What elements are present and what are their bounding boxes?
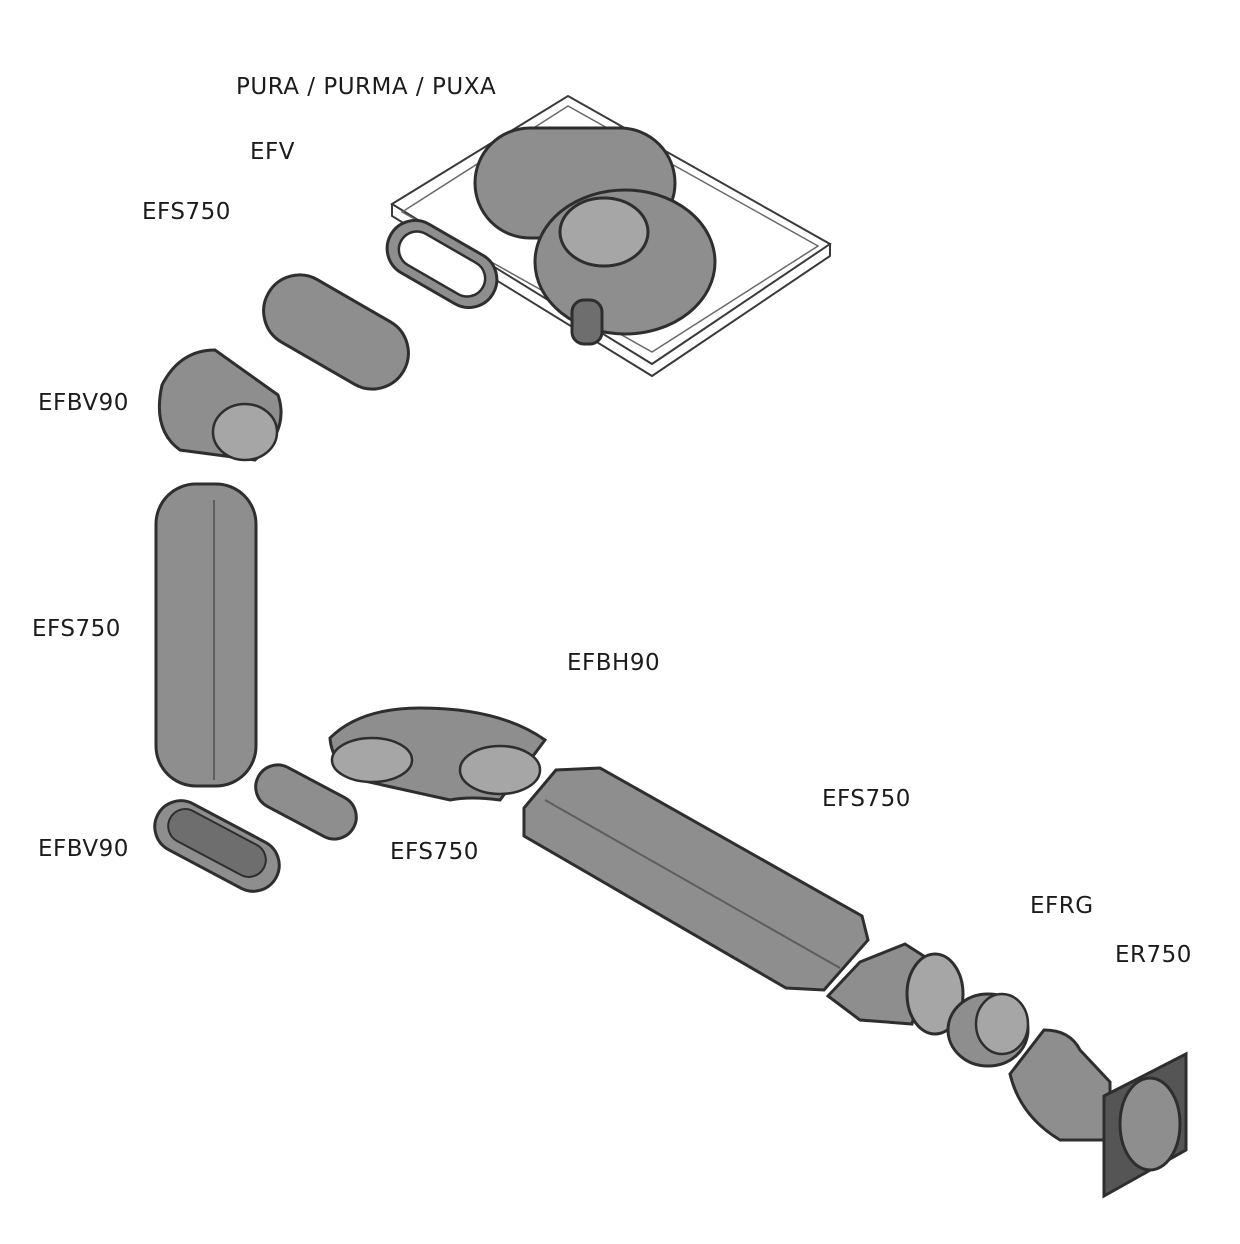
hood-frame-edge bbox=[391, 204, 831, 378]
efbh90-part bbox=[328, 706, 548, 802]
efs750-vertical-part bbox=[154, 482, 258, 788]
label-efbv90-top: EFBV90 bbox=[38, 390, 129, 416]
label-efs750-long: EFS750 bbox=[822, 786, 911, 812]
efs750-top-part bbox=[262, 273, 410, 391]
label-efbh90: EFBH90 bbox=[567, 650, 661, 676]
cooker-hood bbox=[390, 94, 832, 378]
label-pura-purma-puxa: PURA / PURMA / PUXA bbox=[236, 74, 497, 100]
er750-part bbox=[1008, 1028, 1188, 1199]
efs750-long-part bbox=[522, 766, 870, 992]
efrg-part bbox=[825, 942, 965, 1036]
label-efbv90-bottom: EFBV90 bbox=[38, 836, 129, 862]
label-efrg: EFRG bbox=[1030, 893, 1094, 919]
round-connector-part bbox=[946, 992, 1030, 1068]
label-er750: ER750 bbox=[1115, 942, 1192, 968]
hood-blower-fan bbox=[558, 196, 650, 268]
label-efs750-vertical: EFS750 bbox=[32, 616, 121, 642]
efbv90-top-part bbox=[157, 348, 283, 462]
label-efv: EFV bbox=[250, 139, 295, 165]
efs750-short-part bbox=[254, 763, 358, 841]
label-efs750-short: EFS750 bbox=[390, 839, 479, 865]
efbv90-bottom-part bbox=[153, 799, 281, 893]
label-efs750-top: EFS750 bbox=[142, 199, 231, 225]
hood-outlet bbox=[570, 298, 604, 346]
efv-part bbox=[385, 219, 499, 309]
